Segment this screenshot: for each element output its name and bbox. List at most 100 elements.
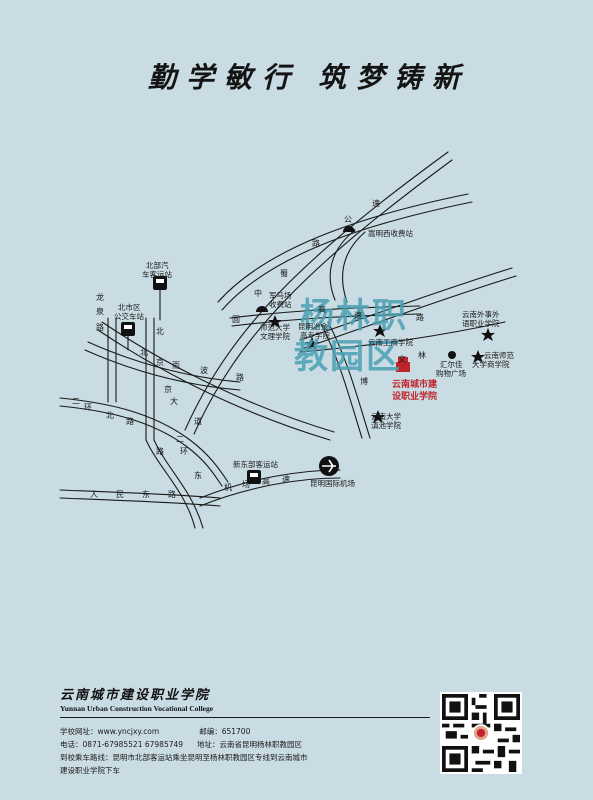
road-char: 高 bbox=[262, 476, 270, 486]
toll-icon-songming bbox=[343, 226, 355, 232]
road-char: 速 bbox=[282, 475, 290, 484]
star-icon-dianchi bbox=[371, 410, 385, 423]
road-char: 雨 bbox=[172, 361, 180, 370]
road-char: 路 bbox=[126, 416, 134, 426]
label-beibu-2: 车客运站 bbox=[142, 269, 172, 279]
toll-loop-2 bbox=[342, 231, 366, 303]
yubo-road-2 bbox=[87, 341, 241, 383]
route-line-1: 到校乘车路线：昆明市北部客运站乘坐昆明至杨林职教园区专线到云南城市 bbox=[60, 753, 308, 762]
mall-icon bbox=[448, 351, 456, 359]
road-char: 环 bbox=[180, 447, 188, 456]
label-airport: 昆明国际机场 bbox=[310, 478, 355, 488]
label-shifan-1: 师范大学 bbox=[260, 322, 290, 332]
slogan: 勤学敏行 筑梦铸新 bbox=[0, 56, 593, 96]
label-beishi-1: 北市区 bbox=[118, 302, 141, 312]
road-char: 京 bbox=[164, 384, 172, 394]
toll-icon-junmachang bbox=[256, 306, 268, 312]
divider bbox=[60, 717, 430, 718]
road-char: 北 bbox=[156, 327, 164, 336]
wenlin-road bbox=[299, 321, 506, 353]
road-char: 博 bbox=[360, 376, 368, 386]
road-char: 机 bbox=[224, 482, 232, 492]
upper-road-2 bbox=[221, 201, 473, 311]
label-shifan-2: 文理学院 bbox=[260, 331, 290, 341]
yubo-road-1 bbox=[84, 349, 241, 391]
road-char: 路 bbox=[156, 446, 164, 456]
road-char: 路 bbox=[416, 312, 424, 322]
watermark-line1: 杨林职 bbox=[300, 296, 408, 336]
phone: 电话：0871-67985521 67985749 bbox=[60, 740, 184, 749]
label-junmachang-2: 收费站 bbox=[269, 299, 292, 309]
label-xindongbu: 新东部客运站 bbox=[233, 459, 278, 469]
road-char: 北 bbox=[140, 348, 148, 357]
school-label-1: 云南城市建 bbox=[392, 378, 438, 390]
beijing-south-1 bbox=[145, 439, 196, 529]
road-char: 京 bbox=[156, 357, 164, 367]
shugong-road-2 bbox=[231, 313, 421, 327]
star-icon-yeji bbox=[305, 337, 319, 350]
ne-road-1 bbox=[299, 267, 513, 341]
label-gongshang: 云南工商学院 bbox=[368, 337, 413, 347]
road-char: 路 bbox=[236, 372, 244, 382]
road-char: 二 bbox=[176, 435, 184, 444]
star-icon-waishi bbox=[481, 328, 495, 341]
label-shangxue-1: 云南师范 bbox=[484, 350, 514, 360]
label-dianchi-1: 云南大学 bbox=[371, 411, 401, 421]
road-char: 圆 bbox=[232, 315, 240, 324]
label-beishi-2: 公交车站 bbox=[114, 311, 144, 321]
road-char: 环 bbox=[84, 403, 92, 412]
label-waishi-2: 语职业学院 bbox=[462, 318, 500, 328]
label-huierjia-2: 购物广场 bbox=[436, 368, 466, 378]
website: 学校网址：www.yncjxy.com bbox=[60, 727, 160, 736]
star-icon-gongshang bbox=[373, 324, 387, 337]
road-char: 波 bbox=[200, 365, 208, 375]
star-icon-shangxue bbox=[471, 350, 485, 363]
school-label-2: 设职业学院 bbox=[392, 390, 437, 402]
toll-loop-1 bbox=[329, 229, 356, 301]
road-char: 大 bbox=[170, 396, 178, 406]
road-char: 中 bbox=[254, 288, 262, 298]
label-waishi-1: 云南外事外 bbox=[462, 309, 500, 319]
road-char: 龙 bbox=[96, 292, 104, 302]
label-shangxue-2: 大学商学院 bbox=[472, 359, 510, 369]
school-icon bbox=[396, 362, 410, 372]
label-songming-toll: 嵩明西收费站 bbox=[368, 228, 413, 238]
road-char: 泉 bbox=[96, 306, 104, 316]
bowen-road-2 bbox=[327, 321, 371, 439]
road-char: 东 bbox=[142, 489, 150, 499]
shugong-road-1 bbox=[229, 305, 421, 319]
road-char: 蜀 bbox=[280, 269, 288, 278]
qr-code-icon bbox=[440, 692, 522, 774]
road-char: 东 bbox=[194, 470, 202, 480]
slogan-right: 筑梦铸新 bbox=[318, 61, 471, 94]
ne-road-2 bbox=[303, 275, 517, 349]
road-char: 场 bbox=[242, 480, 250, 489]
renmin-road-1 bbox=[59, 497, 221, 507]
road-char: 路 bbox=[168, 489, 176, 499]
road-char: 人 bbox=[90, 490, 98, 499]
star-icons bbox=[268, 315, 495, 423]
label-junmachang-1: 军马场 bbox=[269, 291, 292, 300]
bowen-road-1 bbox=[319, 321, 363, 439]
label-beibu-1: 北部汽 bbox=[146, 260, 169, 270]
watermark-line2: 教园区 bbox=[294, 337, 402, 377]
road-char: 文 bbox=[398, 354, 406, 364]
road-char: 速 bbox=[372, 199, 380, 208]
label-yeji-2: 高专学院 bbox=[300, 330, 330, 340]
road-char: 北 bbox=[106, 411, 114, 420]
road-char: 林 bbox=[418, 350, 426, 360]
school-name-cn: 云南城市建设职业学院 bbox=[60, 688, 211, 703]
road-char: 路 bbox=[312, 238, 320, 248]
label-yeji-1: 昆明冶金 bbox=[298, 321, 328, 331]
beijing-diagonal-1 bbox=[97, 329, 331, 441]
second-ring-2 bbox=[59, 405, 223, 487]
airport-expressway-2 bbox=[199, 477, 341, 507]
expressway-line-2 bbox=[193, 159, 453, 435]
road-char: 民 bbox=[116, 490, 124, 499]
label-dianchi-2: 滇池学院 bbox=[371, 420, 401, 430]
second-ring-1 bbox=[59, 397, 229, 483]
